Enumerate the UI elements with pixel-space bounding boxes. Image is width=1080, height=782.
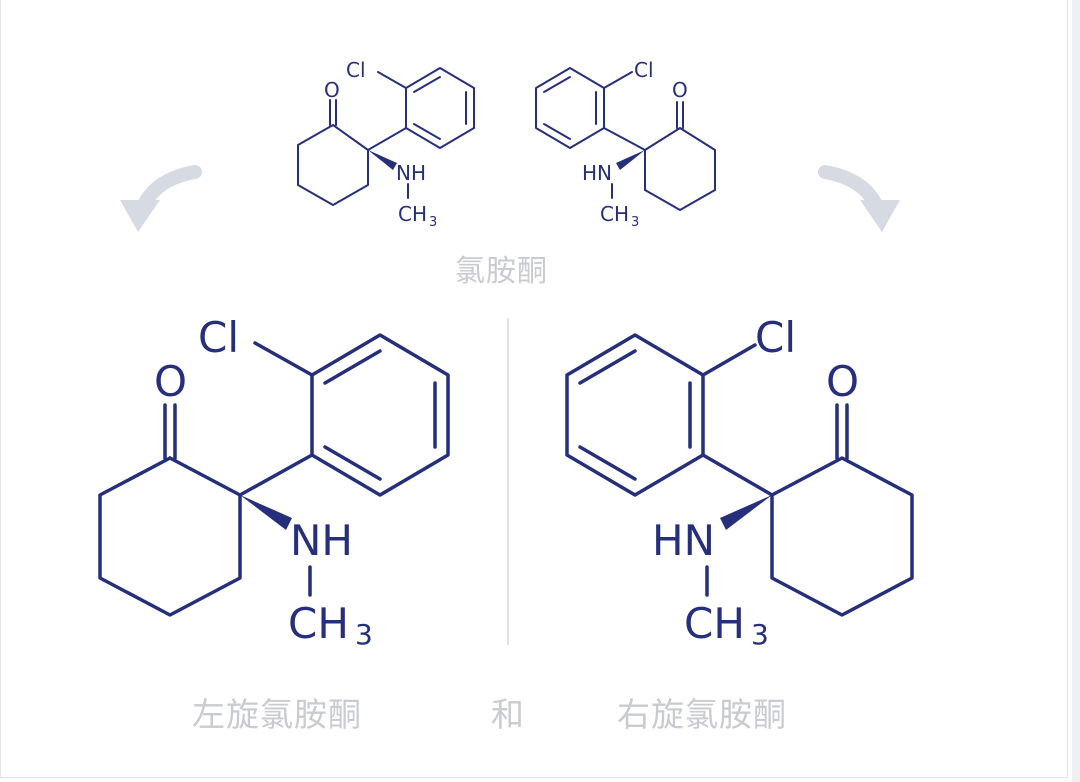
conjunction-caption: 和	[491, 695, 525, 734]
large-left-sub3-label: 3	[355, 618, 373, 651]
large-right-sub3-label: 3	[751, 618, 769, 651]
small-left-structure	[297, 67, 475, 206]
large-left-nh-label: NH	[290, 516, 353, 565]
small-left-cl-label: Cl	[346, 58, 366, 82]
right-edge-strip	[1072, 0, 1080, 782]
small-right-ch-label: CH	[600, 202, 629, 226]
small-left-o-label: O	[324, 78, 340, 102]
small-right-hn-label: HN	[582, 161, 612, 185]
right-curved-arrow	[818, 165, 900, 232]
large-left-ch-label: CH	[288, 599, 349, 648]
large-right-cl-label: Cl	[755, 313, 796, 362]
large-left-cl-label: Cl	[198, 313, 239, 362]
large-right-ch-label: CH	[684, 599, 745, 648]
large-right-structure	[565, 333, 914, 617]
small-right-structure	[535, 67, 716, 211]
small-left-ch-label: CH	[398, 202, 427, 226]
levo-caption: 左旋氯胺酮	[192, 695, 362, 734]
molecule-name-caption: 氯胺酮	[455, 254, 548, 289]
small-right-cl-label: Cl	[634, 58, 654, 82]
small-left-sub3-label: 3	[429, 215, 437, 230]
large-right-o-label: O	[826, 357, 859, 406]
large-left-o-label: O	[154, 357, 187, 406]
large-right-hn-label: HN	[652, 516, 715, 565]
dextro-caption: 右旋氯胺酮	[617, 695, 787, 734]
small-right-sub3-label: 3	[631, 215, 639, 230]
small-left-nh-label: NH	[396, 161, 426, 185]
large-left-structure	[98, 333, 450, 617]
small-right-o-label: O	[672, 78, 688, 102]
left-curved-arrow	[120, 165, 202, 232]
